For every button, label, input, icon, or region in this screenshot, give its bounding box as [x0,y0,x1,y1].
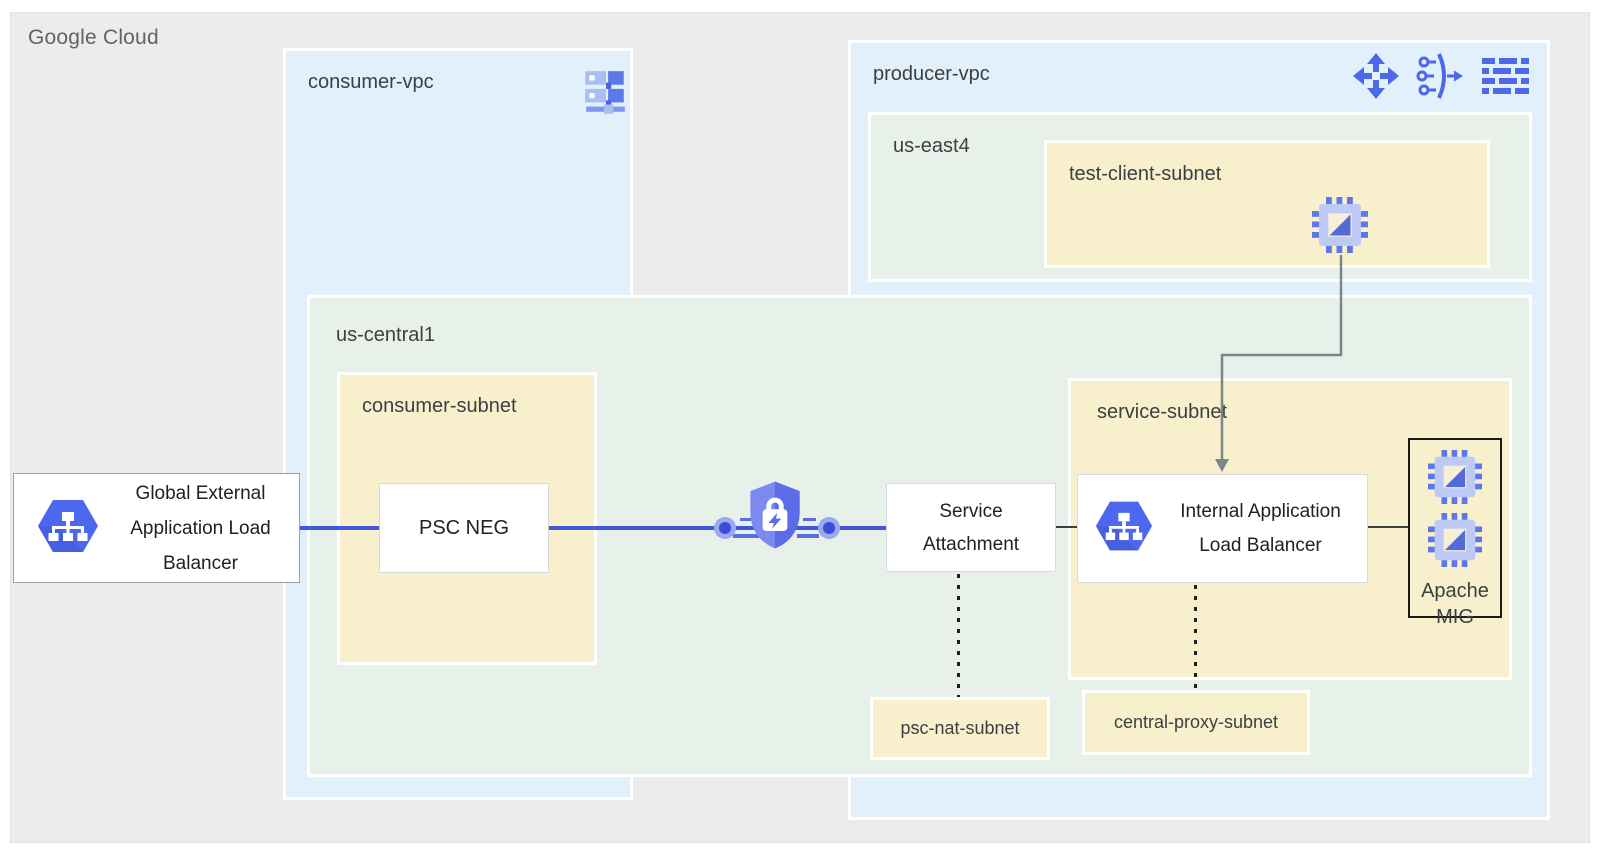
us-central1-label: us-central1 [336,324,435,346]
psc-dash [740,518,751,521]
load-balancer-hexagon-icon [1094,499,1154,558]
google-cloud-title: Google Cloud [28,26,159,49]
connection-gxalb-pscneg [300,526,379,530]
service-attachment-line1: Service [939,500,1003,522]
service-attachment-node: Service Attachment [886,483,1056,572]
psc-dash [797,534,819,538]
apache-mig-line2: MIG [1436,606,1474,628]
central-proxy-subnet-label: central-proxy-subnet [1113,712,1279,732]
internal-alb-node: Internal Application Load Balancer [1077,474,1368,583]
compute-engine-vm-icon [1428,513,1482,572]
gxalb-line3: Balancer [163,552,238,574]
us-east4-label: us-east4 [893,135,970,157]
firewall-rules-icon [1480,52,1530,105]
psc-nat-subnet-box: psc-nat-subnet [870,697,1050,760]
producer-vpc-icons [1352,52,1530,105]
apache-mig-line1: Apache [1421,580,1489,602]
service-attachment-line2: Attachment [922,533,1020,555]
psc-endpoint-dot [818,517,840,539]
private-service-connect-shield-icon [746,479,804,556]
consumer-vpc-label: consumer-vpc [308,71,434,93]
test-client-subnet-label: test-client-subnet [1069,163,1222,185]
consumer-subnet-label: consumer-subnet [362,395,517,417]
ilb-line1: Internal Application [1180,500,1341,522]
connection-ilb-mig [1368,526,1408,528]
service-subnet-label: service-subnet [1097,401,1228,423]
psc-neg-node: PSC NEG [379,483,549,573]
connection-sa-ilb [1056,526,1077,528]
central-proxy-subnet-box: central-proxy-subnet [1082,690,1310,755]
ilb-line2: Load Balancer [1199,534,1322,556]
compute-engine-vm-icon [1312,197,1368,258]
routes-icon [1352,52,1400,105]
gxalb-line2: Application Load [130,517,271,539]
compute-engine-vm-icon [1428,450,1482,509]
global-external-alb-label: Global External Application Load Balance… [100,476,299,581]
load-balancer-hexagon-icon [36,497,100,560]
test-client-subnet-box: test-client-subnet [1044,140,1490,268]
psc-dash [733,534,759,538]
internal-alb-label: Internal Application Load Balancer [1154,495,1367,563]
dotted-link-ilb-centralproxy [1194,585,1197,690]
gxalb-line1: Global External [135,482,266,504]
global-external-alb-node: Global External Application Load Balance… [13,473,300,583]
psc-dash [803,518,816,521]
psc-endpoint-dot [714,517,736,539]
psc-nat-subnet-label: psc-nat-subnet [900,718,1020,738]
vpc-network-icon [580,67,630,122]
cloud-nat-icon [1416,52,1464,105]
apache-mig-group: Apache MIG [1408,438,1502,628]
dotted-link-sa-pscnat [957,574,960,697]
psc-neg-label: PSC NEG [418,516,510,539]
apache-mig-label: Apache MIG [1421,578,1489,630]
producer-vpc-label: producer-vpc [873,63,990,85]
